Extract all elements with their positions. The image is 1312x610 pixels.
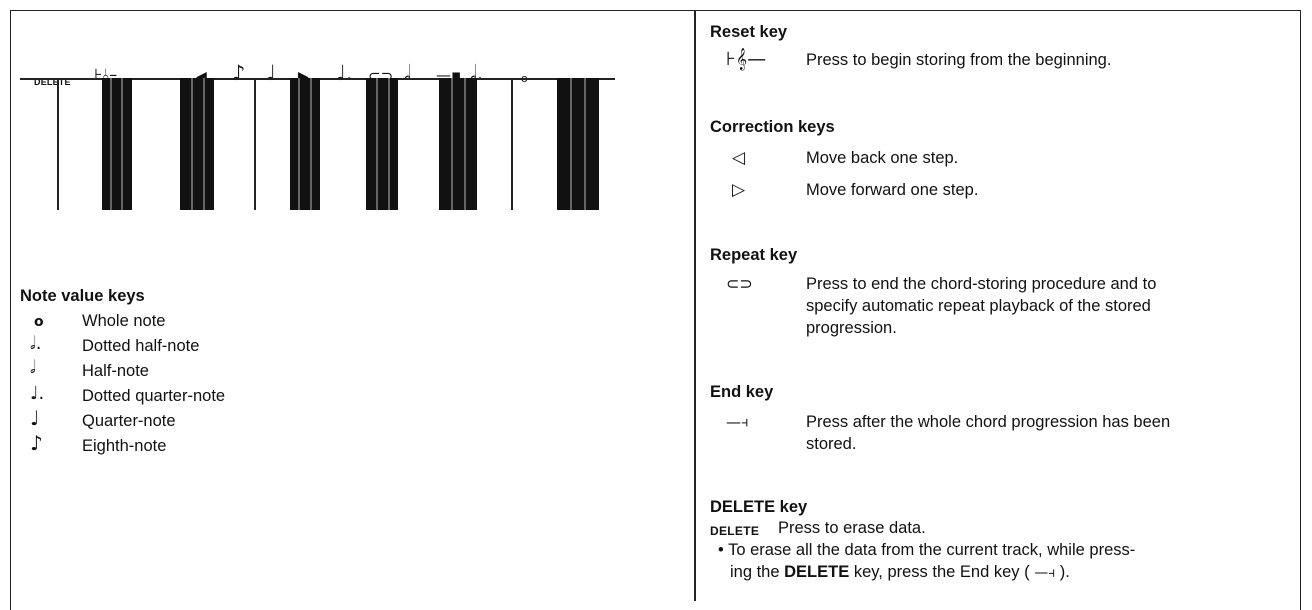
back-arrow-icon: ◀	[196, 69, 207, 85]
end-icon: —⫞	[1034, 565, 1056, 581]
black-key	[366, 78, 398, 210]
back-step-description: Move back one step.	[806, 149, 959, 167]
black-key	[180, 78, 214, 210]
delete-key-heading: DELETE key	[710, 498, 808, 516]
half-note-icon: 𝅗𝅥	[30, 357, 36, 378]
black-key	[290, 78, 320, 210]
half-note-icon: 𝅗𝅥	[404, 61, 411, 85]
delete-label: DELETE	[34, 77, 71, 87]
forward-arrow-icon: ▷	[732, 180, 746, 200]
delete-label: DELETE	[710, 524, 760, 538]
delete-bullet-line2: ing the DELETE key, press the End key ( …	[730, 562, 1070, 583]
reset-icon: ⊦𝄞—	[726, 48, 767, 70]
delete-key-description: Press to erase data.	[778, 519, 926, 537]
back-arrow-icon: ◁	[732, 148, 746, 168]
end-icon: —⫞	[726, 413, 749, 431]
list-item: Quarter-note	[82, 412, 176, 430]
page-frame	[10, 10, 1301, 610]
bullet-text: ing the	[730, 563, 780, 581]
repeat-icon: ⊂⊃	[726, 274, 753, 293]
black-key	[102, 78, 132, 210]
black-key	[439, 78, 477, 210]
list-item: Whole note	[82, 312, 166, 330]
repeat-key-description-line3: progression.	[806, 319, 897, 337]
bullet-text: ).	[1059, 563, 1070, 581]
dotted-quarter-note-icon: ♩.	[30, 383, 45, 404]
repeat-key-heading: Repeat key	[710, 246, 798, 264]
forward-step-description: Move forward one step.	[806, 181, 979, 199]
note-value-keys-heading: Note value keys	[20, 287, 145, 305]
black-key	[557, 78, 599, 210]
eighth-note-icon: ♪	[30, 431, 43, 455]
correction-keys-heading: Correction keys	[710, 118, 835, 136]
white-key-edge	[511, 78, 513, 210]
reset-key-heading: Reset key	[710, 23, 788, 41]
white-key-edge	[57, 78, 59, 210]
list-item: Eighth-note	[82, 437, 167, 455]
reset-key-description: Press to begin storing from the beginnin…	[806, 51, 1112, 69]
delete-key-name: DELETE	[784, 563, 850, 581]
column-divider	[694, 10, 696, 601]
list-item: Dotted quarter-note	[82, 387, 226, 405]
end-key-description-line2: stored.	[806, 435, 857, 453]
bullet-text: key, press the End key (	[853, 563, 1030, 581]
end-key-heading: End key	[710, 383, 774, 401]
delete-bullet-line1: • To erase all the data from the current…	[718, 541, 1136, 559]
whole-note-icon: o	[34, 314, 44, 330]
end-key-description-line1: Press after the whole chord progression …	[806, 413, 1171, 431]
forward-arrow-icon: ▶	[298, 69, 309, 85]
quarter-note-icon: ♩	[266, 61, 276, 85]
repeat-key-description-line1: Press to end the chord-storing procedure…	[806, 275, 1157, 293]
list-item: Half-note	[82, 362, 149, 380]
repeat-key-description-line2: specify automatic repeat playback of the…	[806, 297, 1151, 315]
list-item: Dotted half-note	[82, 337, 200, 355]
dotted-half-note-icon: 𝅗𝅥.	[30, 333, 42, 354]
keyboard-illustration	[20, 78, 615, 210]
white-key-edge	[254, 78, 256, 210]
quarter-note-icon: ♩	[30, 406, 40, 430]
